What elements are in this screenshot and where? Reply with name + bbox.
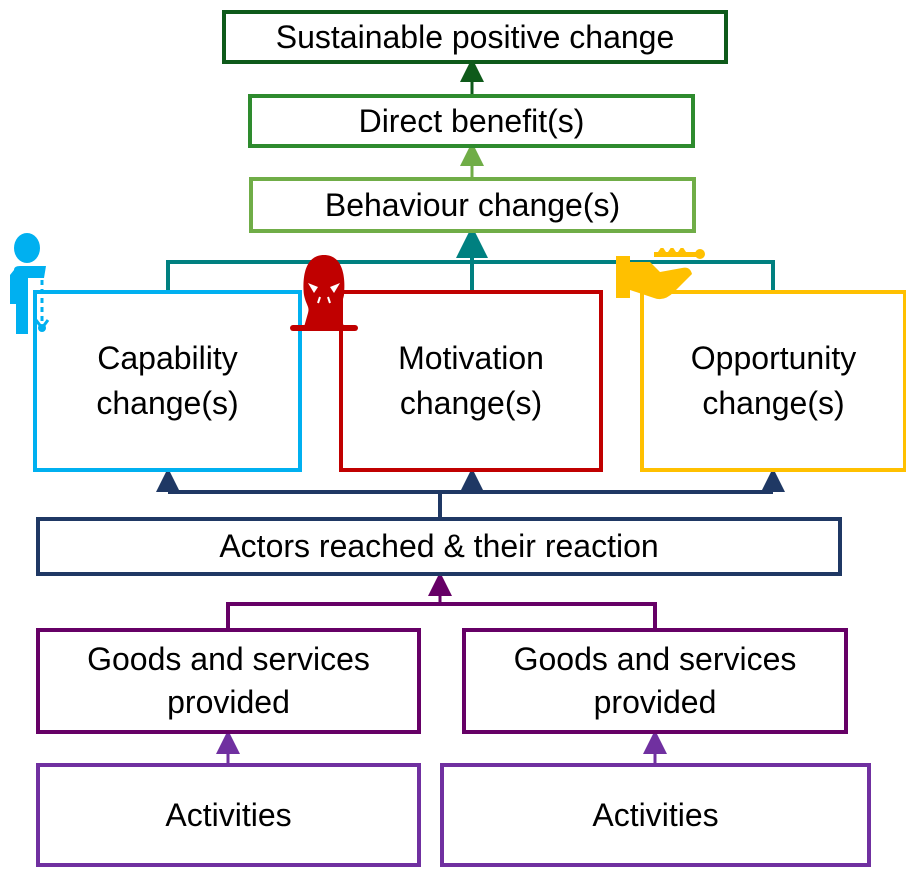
hand-with-key-opportunity-icon	[616, 248, 705, 300]
node-activities-left: Activities	[36, 763, 421, 867]
node-direct-benefits: Direct benefit(s)	[248, 94, 695, 148]
node-capability-changes: Capability change(s)	[33, 290, 302, 472]
goods-connector	[226, 602, 657, 630]
node-actors-reached: Actors reached & their reaction	[36, 517, 842, 576]
node-sustainable-positive-change: Sustainable positive change	[222, 10, 728, 64]
node-behaviour-changes: Behaviour change(s)	[249, 177, 696, 233]
node-activities-right: Activities	[440, 763, 871, 867]
node-opportunity-changes: Opportunity change(s)	[640, 290, 906, 472]
node-goods-services-left: Goods and services provided	[36, 628, 421, 734]
node-motivation-changes: Motivation change(s)	[339, 290, 603, 472]
angry-face-motivation-icon	[290, 255, 358, 331]
node-goods-services-right: Goods and services provided	[462, 628, 848, 734]
person-capability-icon	[10, 233, 50, 334]
